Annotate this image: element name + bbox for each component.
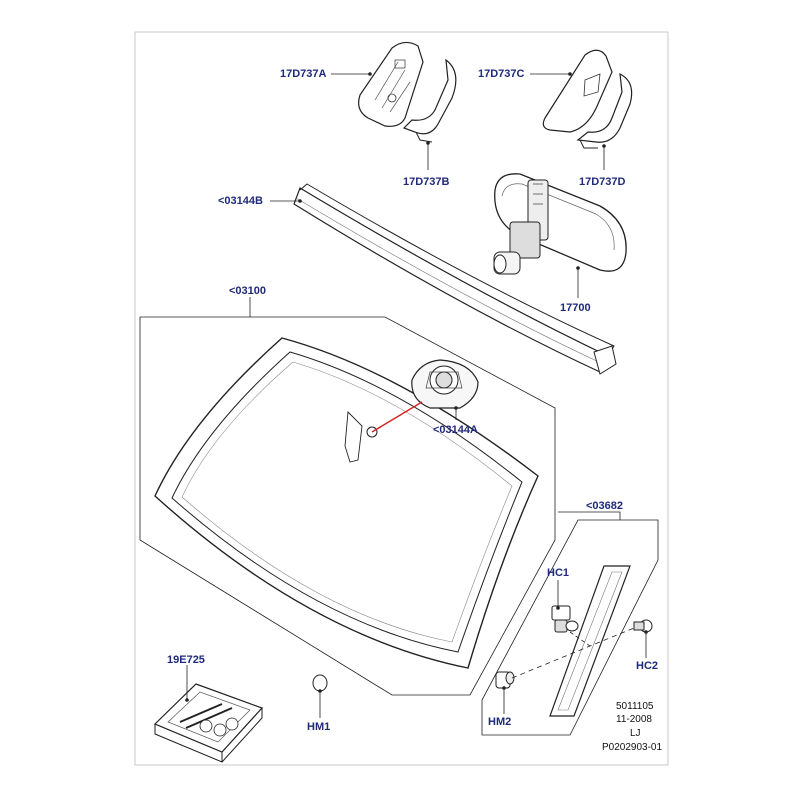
callout-clip-hc2: HC2 <box>636 660 659 672</box>
callout-mirror-cover-a: 17D737A <box>280 68 327 80</box>
assembly-line <box>511 627 635 679</box>
cowl-kit-group-outline <box>481 519 659 736</box>
clip-hc2-part <box>633 619 653 633</box>
bracket-position-marker <box>371 401 423 433</box>
windshield-part <box>154 337 539 669</box>
diagram-frame <box>134 31 669 766</box>
leader-lines <box>186 73 647 718</box>
mirror-cover-c-part <box>542 49 613 133</box>
cowl-trim-part <box>549 565 631 717</box>
callout-rear-view-mirror: 17700 <box>560 302 591 314</box>
mirror-cover-b-part <box>402 58 457 143</box>
clip-hc1-part <box>551 605 579 633</box>
callout-mirror-cover-b: 17D737B <box>403 176 450 188</box>
callout-reveal-molding: <03144B <box>218 195 263 207</box>
callout-adhesive-kit: 19E725 <box>167 654 205 666</box>
fastener-hm2-part <box>495 671 515 689</box>
callout-windshield: <03100 <box>229 285 267 297</box>
windshield-group-outline <box>139 316 556 696</box>
mirror-cover-a-part <box>358 41 424 127</box>
callout-mirror-cover-d: 17D737D <box>579 176 626 188</box>
callout-fastener-hm2: HM2 <box>488 716 512 728</box>
mirror-bracket-part <box>411 359 479 409</box>
footer-ref-4: P0202903-01 <box>602 742 663 753</box>
footer-ref-2: 11-2008 <box>616 714 652 725</box>
rear-view-mirror-part <box>493 173 627 275</box>
mirror-cover-d-part <box>576 72 633 149</box>
adhesive-kit-part <box>153 683 264 763</box>
reveal-molding-part <box>293 183 617 375</box>
callout-mirror-cover-c: 17D737C <box>478 68 525 80</box>
leader-dots <box>185 72 648 702</box>
callout-clip-hc1: HC1 <box>547 567 570 579</box>
callout-fastener-hm1: HM1 <box>307 721 331 733</box>
callout-cowl-trim-kit: <03682 <box>586 500 624 512</box>
callout-mirror-bracket: <03144A <box>433 424 478 436</box>
footer-ref-3: LJ <box>630 728 641 739</box>
footer-ref-1: 5011105 <box>616 701 654 712</box>
fastener-hm1-part <box>312 674 328 692</box>
